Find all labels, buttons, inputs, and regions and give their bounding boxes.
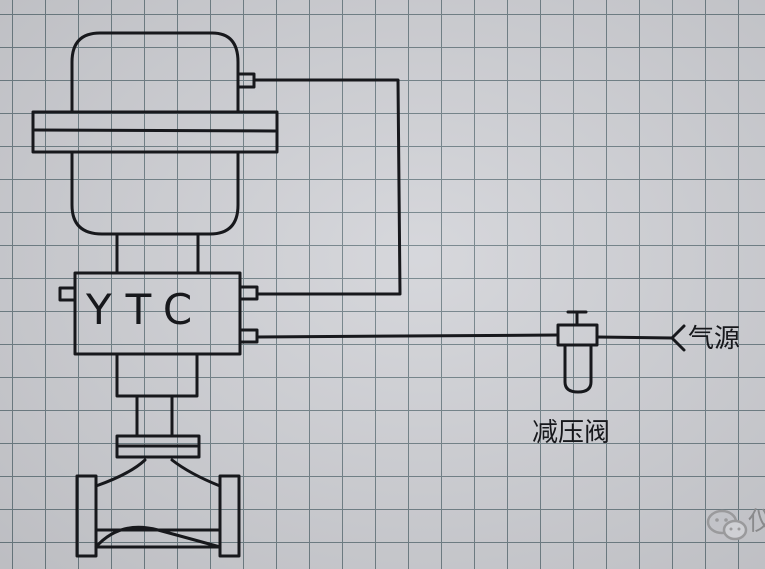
positioner-supply-port [238,328,259,344]
actuator-flange [31,110,279,154]
positioner-label: YTC [86,285,207,334]
valve-left-flange [75,474,98,558]
actuator-lower-housing [70,150,240,236]
signal-tubing [252,78,402,296]
actuator-air-port [236,72,256,89]
valve-right-flange [218,474,241,558]
positioner-output-port [238,285,259,301]
actuator-top-cap [70,31,240,114]
stem-housing [115,352,199,398]
positioner-left-port [58,286,77,302]
supply-line [255,333,560,339]
watermark-text: 仪 [748,507,765,537]
wechat-logo-icon [706,509,748,541]
valve-body [94,458,222,549]
air-source-label: 气源 [688,324,741,354]
regulator-label: 减压阀 [532,418,611,448]
regulator-bowl [563,343,593,394]
flange-line [33,128,277,133]
regulator-body [556,323,599,347]
air-source-line [595,335,674,340]
air-source-arrow [670,324,686,352]
valve-bonnet [115,434,201,459]
